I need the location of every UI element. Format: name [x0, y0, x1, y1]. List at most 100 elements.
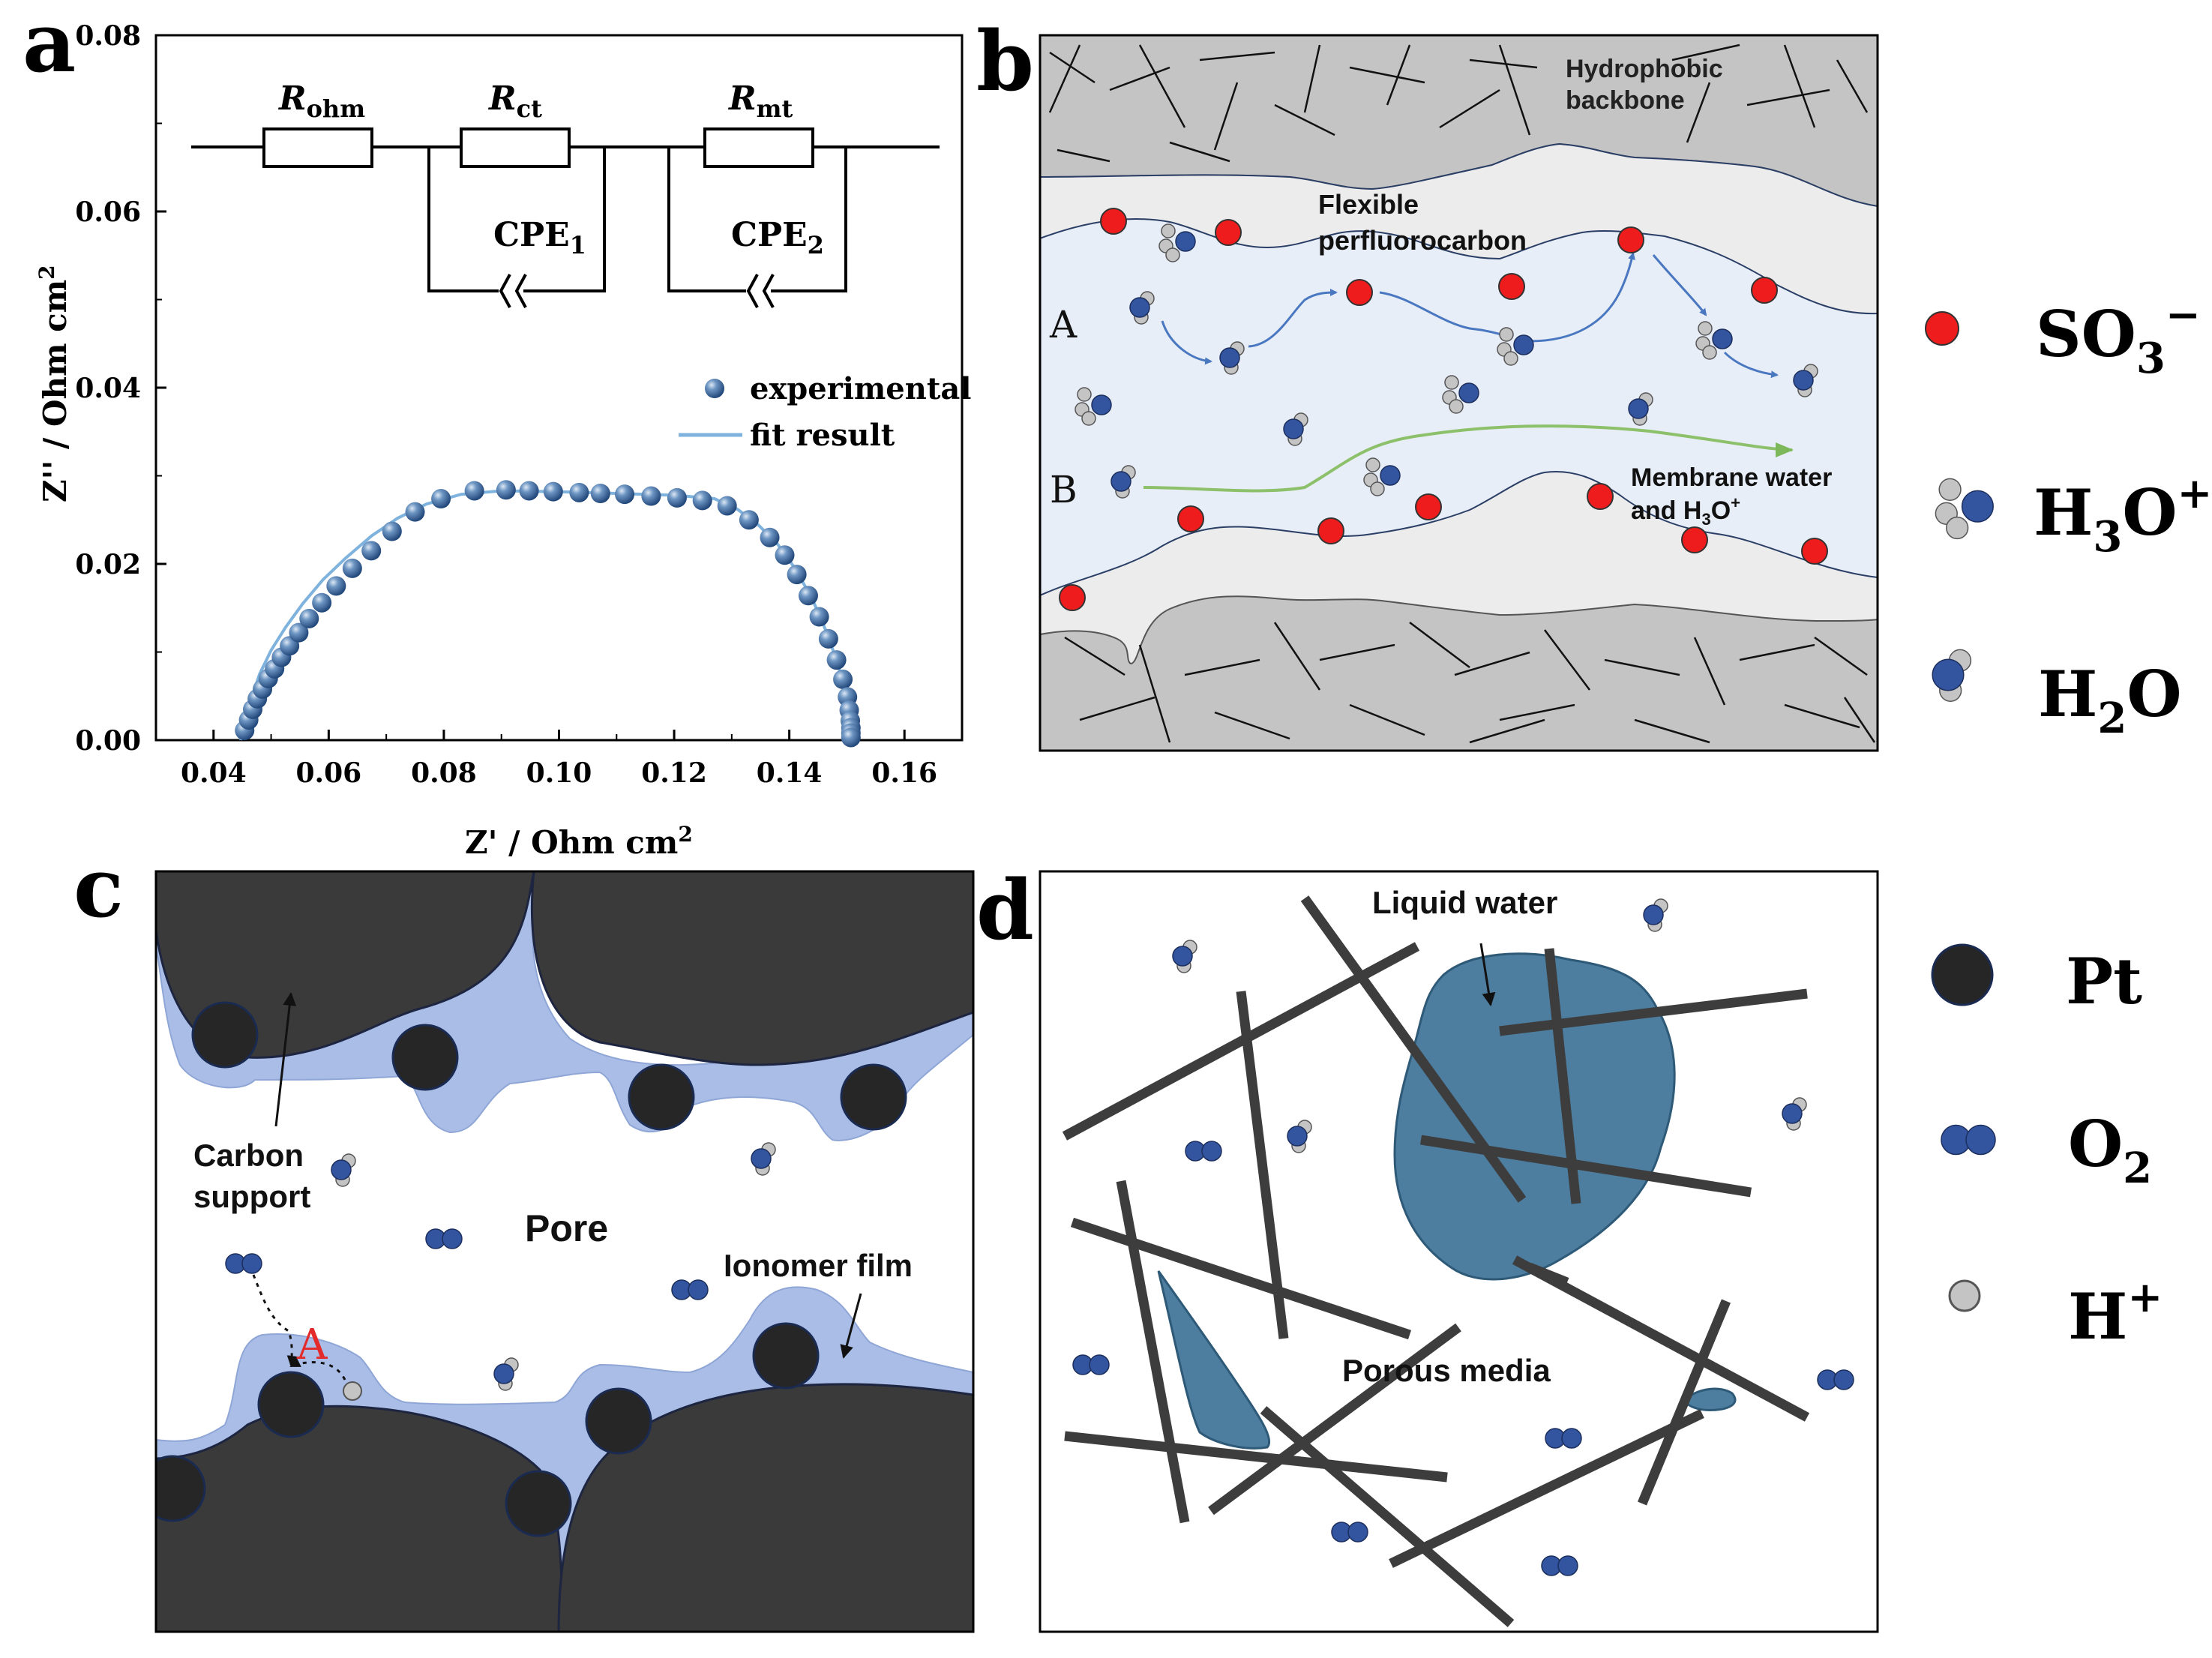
- data-point: [739, 510, 759, 530]
- porous-fiber: [1527, 1262, 1569, 1288]
- data-point: [615, 484, 635, 505]
- h2o-molecule: [1110, 465, 1136, 499]
- dotted-path-a2: [289, 1357, 346, 1381]
- pt-particle: [840, 1063, 907, 1131]
- data-point: [496, 480, 516, 500]
- dotted-path-a1: [252, 1274, 298, 1366]
- h3o-molecule: [1158, 223, 1196, 262]
- so3-group: [1751, 277, 1778, 304]
- pt-particle: [628, 1063, 695, 1131]
- so3-group: [1177, 505, 1204, 532]
- h3o-legend-molecule: [1935, 478, 1994, 540]
- data-point: [833, 669, 853, 689]
- h-plus-legend-icon: [1948, 1279, 1981, 1312]
- h3o-legend-label: H3O+: [2034, 469, 2212, 562]
- fit-line-layer: [238, 489, 853, 741]
- data-point: [569, 482, 589, 502]
- h3o-legend-icon: [1935, 478, 1994, 540]
- resistor-r-ohm: [262, 127, 373, 168]
- so3-sup: −: [2166, 290, 2201, 340]
- h-plus-water: [493, 1357, 519, 1391]
- data-point: [519, 481, 539, 501]
- membrane-water-and-h: and H: [1631, 496, 1701, 525]
- data-point: [361, 541, 382, 561]
- data-point: [464, 481, 484, 501]
- polymer-fiber: [1784, 703, 1860, 729]
- o2-legend-icon: [1941, 1124, 1996, 1156]
- data-point: [717, 496, 737, 516]
- h3o-molecule: [1075, 387, 1112, 426]
- x-tick-label: 0.16: [871, 757, 937, 789]
- h2o-h: H: [2038, 657, 2097, 731]
- o2-main: O: [2068, 1107, 2123, 1181]
- h2o-legend-molecule: [1932, 649, 1972, 702]
- polymer-fiber: [1469, 718, 1545, 744]
- label-r-ct-main: R: [487, 79, 517, 118]
- h2o-molecule: [1793, 364, 1818, 397]
- porous-fiber: [1419, 1135, 1752, 1198]
- legend-label-experimental: experimental: [750, 371, 971, 406]
- polymer-fiber: [1199, 51, 1275, 61]
- h-plus-legend-label: H+: [2068, 1273, 2163, 1354]
- legend-label-fit: fit result: [750, 418, 895, 453]
- label-path-b: B: [1050, 468, 1078, 511]
- label-hydrophobic-backbone-line1: Hydrophobic: [1566, 55, 1723, 83]
- polymer-fiber: [1604, 658, 1680, 676]
- label-cpe2-sub: 2: [808, 231, 824, 259]
- legend-cd: Pt O2 H+: [1931, 943, 2163, 1354]
- so3-legend-label: SO3−: [2036, 290, 2201, 383]
- so3-sub: 3: [2136, 334, 2166, 383]
- h3o-molecule: [1497, 327, 1534, 366]
- so3-group: [1587, 483, 1614, 510]
- data-point: [289, 622, 309, 643]
- h2o-molecule: [1129, 291, 1155, 325]
- data-point: [590, 484, 610, 503]
- equivalent-circuit: [191, 127, 940, 308]
- panel-d-frame: [1039, 870, 1879, 1633]
- x-axis-title-sup: 2: [678, 822, 692, 847]
- data-point: [787, 565, 807, 585]
- label-membrane-water-line2: and H3O+: [1631, 493, 1740, 529]
- label-membrane-water-line1: Membrane water: [1631, 463, 1832, 492]
- h2o-sub: 2: [2097, 694, 2127, 743]
- polymer-fiber: [1836, 59, 1869, 113]
- polymer-fiber: [1439, 88, 1500, 129]
- data-point: [382, 521, 402, 541]
- polymer-fiber: [1138, 44, 1186, 128]
- panel-letter-c: c: [73, 839, 124, 936]
- label-path-a: A: [1049, 303, 1078, 346]
- label-cpe1-main: CPE: [493, 216, 570, 254]
- so3-group: [1100, 208, 1127, 235]
- h3o-sub: 3: [2093, 512, 2122, 562]
- h2o-molecule: [1628, 392, 1653, 426]
- pt-legend-label: Pt: [2066, 944, 2142, 1018]
- polymer-fiber: [1184, 658, 1260, 676]
- h3o-molecule: [1363, 457, 1401, 496]
- pt-particle: [391, 1024, 459, 1091]
- data-point: [342, 558, 362, 578]
- liquid-water-droplet-left: [1157, 1270, 1271, 1450]
- data-point: [667, 487, 687, 508]
- polymer-fiber: [1746, 88, 1830, 106]
- legend-b: SO3− H3O+ H2O: [1925, 290, 2212, 743]
- label-liquid-water: Liquid water: [1372, 885, 1557, 920]
- label-r-mt-sub: mt: [757, 94, 793, 123]
- proton-path-b: [1143, 424, 1794, 493]
- proton-path-a: [1161, 252, 1779, 379]
- so3-group: [1498, 273, 1525, 300]
- label-cpe2: CPE2: [731, 216, 824, 259]
- panel-b: Hydrophobic backbone Flexible perfluoroc…: [1039, 34, 1879, 752]
- o2-molecule: [1541, 1555, 1578, 1576]
- polymer-fiber: [1499, 703, 1575, 721]
- membrane-water-o: O: [1711, 496, 1731, 525]
- so3-group: [1801, 538, 1828, 565]
- data-point: [826, 650, 847, 670]
- label-carbon-support-line2: support: [193, 1179, 310, 1214]
- polymer-fiber: [1739, 643, 1815, 661]
- polymer-fiber: [1319, 643, 1395, 661]
- label-r-mt: Rmt: [727, 79, 793, 123]
- resistor-r-mt: [703, 127, 814, 168]
- polymer-fiber: [1544, 629, 1590, 691]
- top-perfluorocarbon: [1040, 142, 1878, 315]
- h-plus-water: [1172, 940, 1197, 973]
